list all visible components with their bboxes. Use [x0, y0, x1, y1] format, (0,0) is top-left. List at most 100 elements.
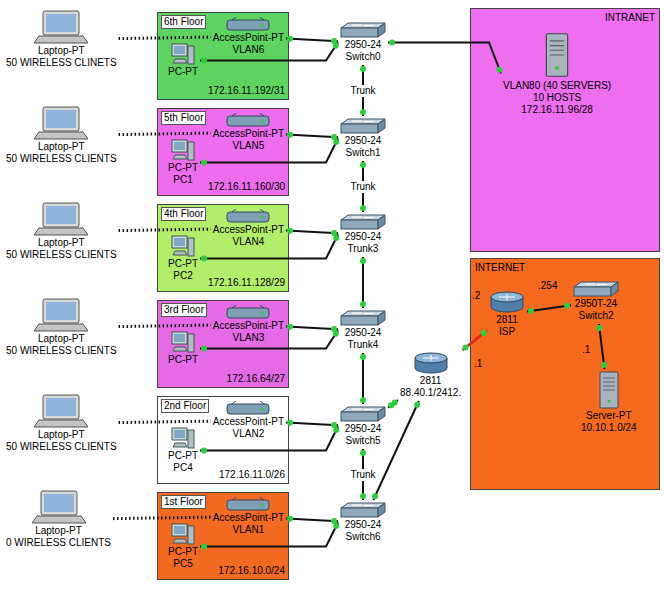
icon-part: [232, 401, 264, 404]
device-label: VLAN2: [233, 428, 265, 440]
wireless-link: [119, 37, 211, 38]
device-label: PC4: [173, 462, 192, 474]
text-slot: Trunk: [348, 469, 377, 481]
link-label: Trunk: [348, 85, 377, 97]
zone-note: 172.16.11.128/29: [208, 277, 285, 289]
link-light: [596, 325, 602, 331]
icon-part: [232, 17, 264, 20]
pc-host: PC-PTPC1: [166, 137, 200, 188]
icon-part: [174, 430, 185, 438]
switch-device: 2950-24Switch6: [338, 500, 388, 545]
device-label: 2950-24: [345, 39, 382, 51]
text-slot: 2nd Floor: [161, 399, 209, 413]
text-slot: 172.16.11.128/29: [208, 277, 285, 289]
pc-icon: [171, 235, 195, 257]
zone-note: INTRANET: [605, 12, 655, 24]
link-label: Trunk: [348, 181, 377, 193]
link-light: [360, 258, 366, 264]
icon-part: [188, 142, 194, 160]
device-label: 2950-24: [345, 519, 382, 531]
switch-icon: [340, 22, 386, 38]
server-icon: [598, 371, 620, 409]
floor-zone: 2nd Floor 172.16.11.0/26 AccessPoint-PTVLA…: [157, 396, 289, 484]
device-label: Laptop-PT: [35, 525, 82, 537]
icon-part: [174, 238, 185, 246]
switch-icon: [340, 406, 386, 422]
icon-part: [261, 216, 264, 219]
device-label: AccessPoint-PT: [213, 320, 284, 332]
text-slot: 5th Floor: [161, 111, 206, 125]
icon-part: [173, 155, 187, 159]
internet-zone: INTERNET2811ISP2950T-24Switch2Server-PT1…: [470, 258, 660, 490]
icon-part: [607, 399, 610, 402]
device-label: Laptop-PT: [38, 141, 85, 153]
wireless-link: [119, 421, 211, 422]
switch-device: 2950T-24Switch2: [571, 279, 621, 324]
link-light: [360, 493, 366, 499]
icon-part: [173, 251, 187, 255]
icon-part: [555, 66, 559, 70]
link-light: [497, 67, 503, 73]
laptop-client: Laptop-PT50 WIRELESS CLIENTS: [4, 200, 119, 263]
link-light: [201, 346, 207, 352]
icon-part: [44, 494, 74, 512]
device-label: Server-PT: [586, 410, 632, 422]
access-point: AccessPoint-PTVLAN3: [211, 303, 286, 346]
device-label: 2811: [420, 375, 442, 387]
icon-part: [43, 203, 79, 227]
link-light: [333, 427, 339, 433]
edge-router: 281188.40.1/2412.: [398, 350, 463, 401]
icon-part: [341, 316, 378, 325]
device-label: 10.10.1.0/24: [581, 422, 637, 434]
device-label: PC-PT: [168, 546, 198, 558]
ap-icon: [226, 497, 270, 511]
icon-part: [415, 353, 447, 363]
text-slot: Trunk: [348, 181, 377, 193]
zone-note: INTERNET: [475, 262, 525, 274]
device-label: 50 WIRELESS CLIENTS: [6, 345, 117, 357]
device-label: VLAN6: [233, 44, 265, 56]
device-label: Laptop-PT: [38, 237, 85, 249]
interface-address: .254: [538, 280, 557, 292]
device-label: VLAN80 (40 SERVERS): [503, 80, 611, 92]
icon-part: [232, 305, 264, 308]
icon-part: [261, 504, 264, 507]
zone-title: 1st Floor: [161, 495, 206, 509]
device-label: PC1: [173, 174, 192, 186]
ap-icon: [226, 401, 270, 415]
web-server: Server-PT10.10.1.0/24: [579, 369, 639, 436]
link-light: [601, 362, 607, 368]
floor-zone: 4th Floor172.16.11.128/29AccessPoint-PTV…: [157, 204, 289, 292]
device-label: Trunk3: [348, 243, 379, 255]
laptop-icon: [33, 10, 89, 44]
wireless-link: [119, 133, 211, 134]
icon-part: [352, 217, 374, 219]
ethernet-link: [286, 230, 338, 233]
device-label: 50 WIRELESS CLIENTS: [6, 249, 117, 261]
link-light: [333, 331, 339, 337]
link-light: [201, 58, 207, 64]
wireless-link: [113, 517, 211, 519]
text-slot: 172.16.11.192/31: [208, 85, 285, 97]
device-label: Laptop-PT: [38, 429, 85, 441]
link-light: [389, 40, 395, 46]
link-light: [333, 523, 339, 529]
link-light: [333, 43, 339, 49]
icon-part: [43, 107, 79, 131]
floor-zone: 6th Floor172.16.11.192/31AccessPoint-PTV…: [157, 12, 289, 100]
switch-icon: [340, 118, 386, 134]
icon-part: [378, 119, 385, 133]
text-slot: 172.16.11.0/26: [219, 469, 285, 481]
link-light: [360, 205, 366, 211]
link-light: [360, 354, 366, 360]
ethernet-link: [200, 523, 338, 547]
icon-part: [43, 395, 79, 419]
switch-device: 2950-24Switch1: [338, 116, 388, 161]
device-label: 172.16.11.96/28: [521, 104, 593, 116]
zone-title: 4th Floor: [161, 207, 206, 221]
text-slot: 3rd Floor: [161, 303, 207, 317]
device-label: Switch6: [345, 531, 380, 543]
icon-part: [499, 294, 515, 300]
access-point: AccessPoint-PTVLAN2: [211, 399, 286, 442]
